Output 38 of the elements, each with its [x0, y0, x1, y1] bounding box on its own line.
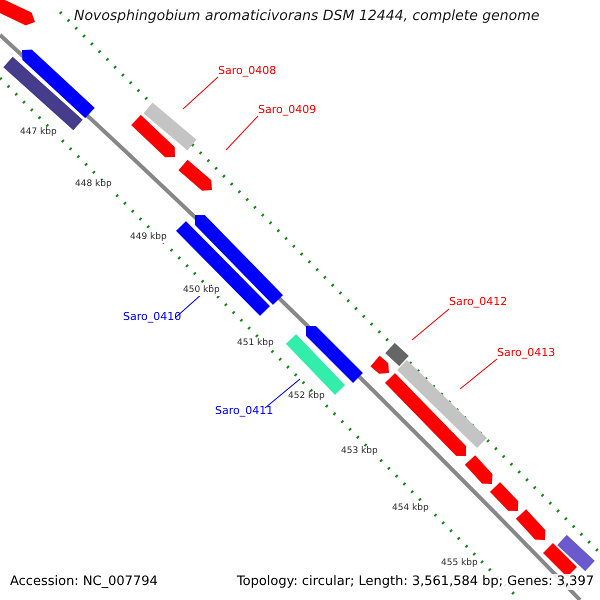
leader-line	[264, 378, 300, 408]
leader-line	[226, 116, 258, 150]
scale-label: 452 kbp	[288, 392, 325, 402]
leader-line	[182, 76, 218, 110]
gene-label: Saro_0411	[215, 405, 274, 418]
gene-feature	[543, 543, 577, 577]
gene-feature	[516, 509, 546, 540]
gene-feature	[557, 534, 595, 572]
gene-feature	[306, 326, 363, 383]
gene-feature	[178, 160, 212, 191]
gene-label: Saro_0408	[218, 65, 276, 78]
accession-text: Accession: NC_007794	[8, 574, 160, 590]
gene-feature	[370, 356, 389, 374]
gene-label: Saro_0410	[123, 311, 182, 324]
scale-label: 450 kbp	[183, 286, 220, 296]
gene-label: Saro_0409	[258, 104, 316, 116]
gene-feature	[0, 0, 35, 26]
leader-line	[460, 358, 498, 390]
gene-label: Saro_0412	[449, 296, 508, 308]
gene-feature	[397, 360, 487, 448]
scale-label: 454 kbp	[392, 504, 429, 514]
scale-label: 455 kbp	[441, 559, 478, 569]
scale-label: 453 kbp	[341, 447, 378, 457]
gene-feature	[384, 373, 466, 456]
gene-feature	[464, 455, 492, 484]
leader-line	[412, 308, 450, 340]
gene-feature	[490, 482, 518, 511]
gene-feature	[22, 50, 95, 118]
scale-label: 451 kbp	[237, 339, 274, 349]
gene-feature	[144, 102, 196, 150]
gene-feature	[385, 342, 409, 366]
title: Novosphingobium aromaticivorans DSM 12444, complete genome	[74, 9, 540, 24]
scale-label: 448 kbp	[75, 180, 112, 190]
scale-label: 449 kbp	[130, 233, 167, 243]
gene-label: Saro_0413	[497, 347, 556, 360]
scale-label: 447 kbp	[20, 128, 57, 138]
gene-feature	[131, 114, 175, 158]
genome-info-text: Topology: circular; Length: 3,561,584 bp; Genes: 3,397	[234, 574, 596, 590]
